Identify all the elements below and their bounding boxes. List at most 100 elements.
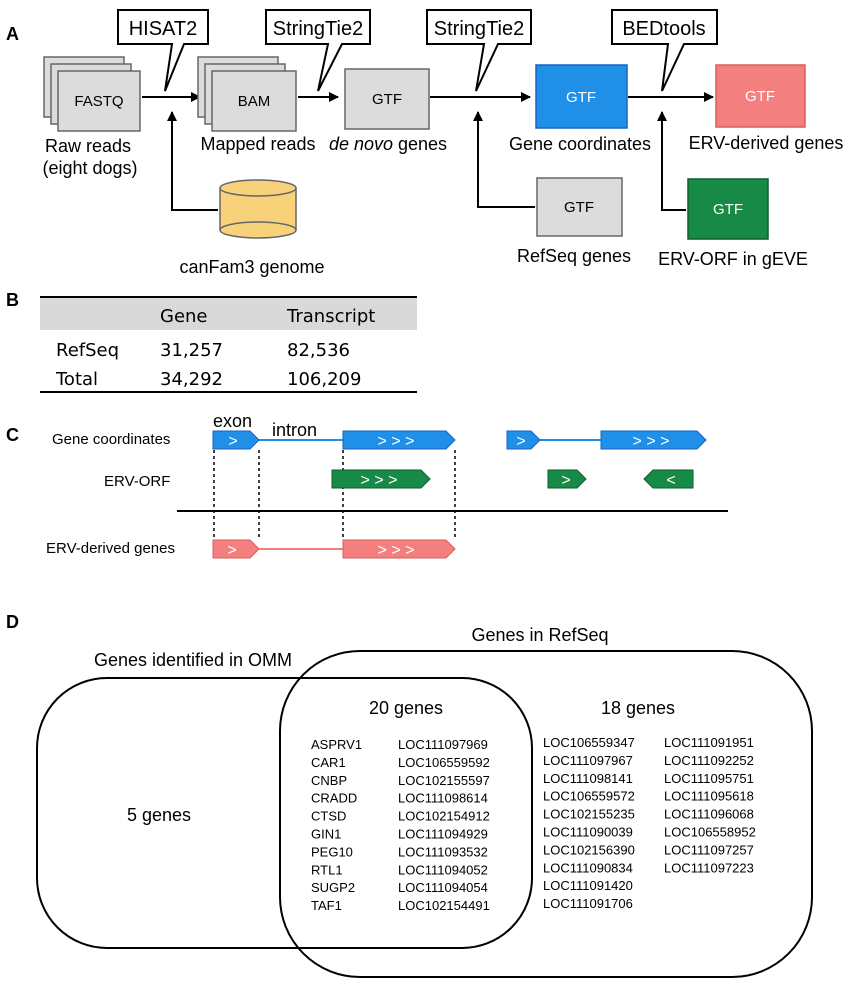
gene-name: LOC102154491: [398, 898, 490, 913]
venn-overlap-count: 20 genes: [369, 698, 443, 718]
eight-dogs-caption: (eight dogs): [42, 158, 137, 178]
coord-exon-2: > > >: [342, 430, 456, 450]
callout-stringtie2-b: StringTie2: [426, 9, 532, 92]
coord-exon-1: >: [212, 430, 260, 450]
gene-name: LOC111094054: [398, 880, 488, 895]
fastq-label: FASTQ: [74, 93, 123, 110]
intron-label: intron: [272, 420, 317, 440]
gene-name: CTSD: [311, 809, 346, 824]
venn-left-title: Genes identified in OMM: [94, 650, 292, 670]
erv-exon-2: > > >: [342, 539, 456, 559]
svg-text:> > >: > > >: [378, 433, 415, 450]
exon-label: exon: [213, 411, 252, 431]
gene-name: LOC106559592: [398, 755, 490, 770]
panel-letter-b: B: [6, 290, 19, 310]
gene-name: LOC111091420: [543, 878, 633, 893]
refseq-gtf-label: GTF: [564, 199, 594, 216]
gene-name: LOC111090834: [543, 860, 633, 875]
erv-exon-1: >: [212, 539, 260, 559]
svg-text:>: >: [561, 472, 570, 489]
gene-name: LOC111098614: [398, 791, 488, 806]
callout-bedtools: BEDtools: [611, 9, 718, 92]
gene-name: PEG10: [311, 844, 353, 859]
erv-gtf-label: GTF: [745, 88, 775, 105]
refseq-genes-caption: RefSeq genes: [517, 246, 631, 266]
svg-text:> > >: > > >: [633, 433, 670, 450]
gene-name: LOC111097257: [664, 842, 754, 857]
venn-set-omm: [36, 677, 533, 949]
panel-letter-c: C: [6, 425, 19, 445]
gene-name: CNBP: [311, 773, 347, 788]
svg-text:> > >: > > >: [378, 542, 415, 559]
gene-name: LOC111097223: [664, 860, 754, 875]
genome-caption: canFam3 genome: [179, 257, 324, 277]
gene-name: CAR1: [311, 755, 346, 770]
coord-exon-4: > > >: [600, 430, 707, 450]
bam-stack: BAM: [197, 56, 297, 132]
genome-cylinder: [219, 179, 297, 239]
gene-name: LOC111093532: [398, 844, 488, 859]
track-label-gene-coordinates: Gene coordinates: [52, 431, 170, 448]
gene-name: LOC111094052: [398, 862, 488, 877]
table-header-gene: Gene: [160, 306, 208, 327]
svg-text:StringTie2: StringTie2: [434, 18, 524, 40]
gene-name: CRADD: [311, 791, 357, 806]
gene-name: GIN1: [311, 827, 341, 842]
gene-name: LOC111095618: [664, 789, 754, 804]
orf-input-arrow: [657, 111, 686, 211]
gene-name: LOC102154912: [398, 809, 490, 824]
gene-name: TAF1: [311, 898, 342, 913]
gene-name: SUGP2: [311, 880, 355, 895]
bam-label: BAM: [238, 93, 271, 110]
raw-reads-caption: Raw reads: [45, 136, 131, 156]
table-row-refseq-label: RefSeq: [56, 340, 119, 361]
gene-name: LOC111091706: [543, 896, 633, 911]
orf-gevE-caption: ERV-ORF in gEVE: [658, 249, 808, 269]
gene-coordinates-caption: Gene coordinates: [509, 134, 651, 154]
overlap-gene-list-2: LOC111097969LOC106559592LOC102155597LOC1…: [398, 737, 490, 913]
gene-name: ASPRV1: [311, 737, 362, 752]
refseq-gene-list-2: LOC111091951LOC111092252LOC111095751LOC1…: [664, 735, 756, 875]
track-label-erv-derived: ERV-derived genes: [46, 540, 175, 557]
gene-name: LOC102155235: [543, 807, 635, 822]
refseq-gene-list-1: LOC106559347LOC111097967LOC111098141LOC1…: [543, 735, 635, 911]
table-row-refseq-transcript: 82,536: [287, 340, 350, 361]
gene-name: LOC106559347: [543, 735, 635, 750]
gene-name: LOC111095751: [664, 771, 754, 786]
fastq-stack: FASTQ: [43, 56, 141, 132]
panel-letter-a: A: [6, 24, 19, 44]
callout-stringtie2-a: StringTie2: [265, 9, 371, 92]
refseq-gtf-box: [536, 177, 623, 237]
table-row-total-gene: 34,292: [160, 369, 223, 390]
svg-text:> > >: > > >: [361, 472, 398, 489]
venn-set-refseq: [279, 650, 813, 978]
svg-text:>: >: [228, 433, 237, 450]
coord-exon-3: >: [506, 430, 541, 450]
orf-gtf-box: [687, 178, 769, 240]
gene-name: RTL1: [311, 862, 343, 877]
panel-letter-d: D: [6, 612, 19, 632]
mapped-reads-caption: Mapped reads: [200, 134, 315, 154]
svg-text:StringTie2: StringTie2: [273, 18, 363, 40]
gene-name: LOC111098141: [543, 771, 633, 786]
svg-text:>: >: [516, 433, 525, 450]
erv-gtf-box: [715, 64, 806, 128]
venn-right-title: Genes in RefSeq: [471, 625, 608, 645]
count-table: Gene Transcript RefSeq 31,257 82,536 Tot…: [40, 296, 417, 393]
venn-left-count: 5 genes: [127, 805, 191, 825]
denovo-gtf-label: GTF: [372, 91, 402, 108]
gene-name: LOC106558952: [664, 825, 756, 840]
gene-name: LOC111097967: [543, 753, 633, 768]
gene-name: LOC111091951: [664, 735, 754, 750]
erv-derived-caption: ERV-derived genes: [689, 133, 844, 153]
orf-block-2: >: [547, 469, 587, 489]
callout-hisat2: HISAT2: [117, 9, 209, 92]
gene-name: LOC102156390: [543, 842, 635, 857]
denovo-genes-caption: de novo genes: [329, 134, 447, 154]
gene-name: LOC111094929: [398, 827, 488, 842]
orf-block-1: > > >: [331, 469, 431, 489]
svg-text:>: >: [227, 542, 236, 559]
genome-input-arrow: [167, 111, 218, 211]
